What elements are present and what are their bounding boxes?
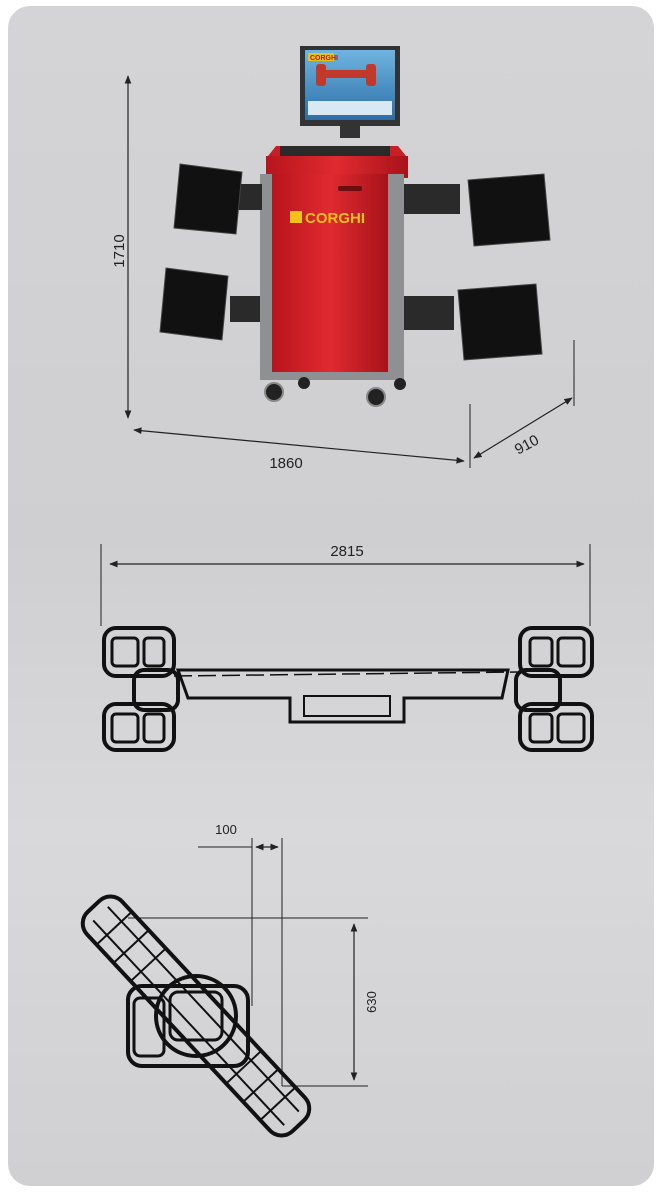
track-bar [175, 668, 510, 724]
sensor-plate-front-left [173, 163, 243, 235]
screen-logo-text: CORGHI [310, 55, 338, 62]
sensor-plate-rear-right [457, 283, 543, 361]
screen-toolbar [308, 101, 392, 115]
sensor-plate-front-right [467, 173, 551, 247]
clamp-hub [154, 974, 238, 1058]
logo-mark [290, 211, 302, 223]
track-view: 2815 [100, 543, 594, 752]
cabinet-frame-right [388, 174, 404, 374]
cabinet-body [272, 174, 388, 374]
screen-wheel [316, 64, 326, 86]
screen-car-axle [320, 70, 370, 78]
caster-wheel [394, 378, 406, 390]
cabinet-base [260, 372, 404, 380]
clamp-head-right [514, 626, 594, 752]
diagram-card: CORGHI CORGHI 1 [8, 6, 654, 1186]
keyboard [280, 146, 390, 158]
cabinet-upper [266, 156, 408, 178]
track-bar-center [303, 695, 391, 717]
caster-wheel [264, 382, 284, 402]
clamp-hub-block [168, 990, 224, 1042]
clamp-base [126, 984, 250, 1068]
depth-dimension-label: 910 [512, 432, 542, 459]
depth-dimension-line [473, 397, 573, 459]
sensor-mount [404, 184, 460, 214]
caster-wheel [366, 387, 386, 407]
clamp-dimension-label: 630 [364, 991, 379, 1013]
monitor-stand [340, 126, 360, 138]
sensor-plate-rear-left [159, 267, 229, 341]
cabinet-logo-text: CORGHI [305, 210, 365, 227]
width-dimension-line [133, 427, 465, 464]
cabinet-handle [338, 186, 362, 191]
track-dimension-label: 2815 [330, 543, 363, 560]
clamp-arm [80, 894, 312, 1138]
screen-wheel [366, 64, 376, 86]
width-dimension-label: 1860 [269, 455, 302, 472]
sensor-mount [404, 296, 454, 330]
offset-dimension-label: 100 [215, 822, 237, 837]
cabinet-frame-left [260, 174, 274, 374]
track-bar-line [173, 671, 519, 677]
clamp-head-left [102, 626, 180, 752]
machine-illustration: CORGHI CORGHI [159, 46, 551, 407]
height-dimension-label: 1710 [111, 234, 128, 267]
clamp-detail-view: 100 630 [80, 822, 379, 1138]
caster-wheel [298, 377, 310, 389]
dimension-diagram: CORGHI CORGHI 1 [80, 46, 594, 1138]
screen-logo [308, 53, 334, 61]
sensor-mount [230, 296, 260, 322]
